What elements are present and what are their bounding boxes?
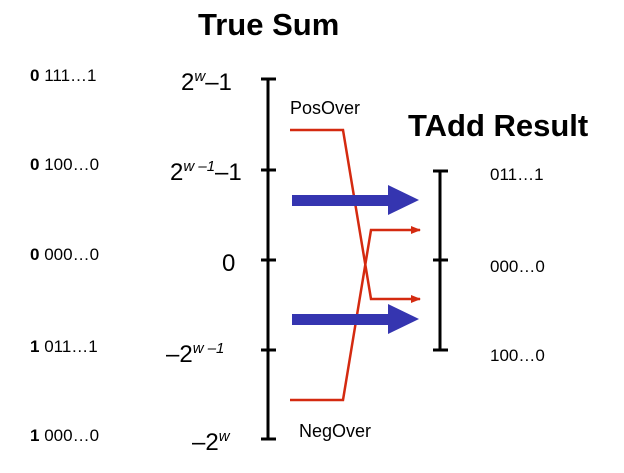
true-sum-tick-label: –2w –1 <box>166 340 225 368</box>
sign-bit: 1 <box>30 337 40 356</box>
mapping-arrow <box>292 304 419 334</box>
true-sum-title: True Sum <box>198 7 340 42</box>
true-sum-tick-label: –2w <box>192 428 230 456</box>
bit-pattern-row: 0 111…1 <box>30 66 97 86</box>
sign-bit: 0 <box>30 66 40 85</box>
result-tick-label: 100…0 <box>490 346 545 365</box>
result-tick-label: 000…0 <box>490 257 545 276</box>
bit-pattern-row: 1 000…0 <box>30 426 99 446</box>
mapping-arrow <box>292 185 419 215</box>
true-sum-tick-label: 2w –1–1 <box>170 158 242 186</box>
true-sum-tick-label: 2w–1 <box>181 68 232 96</box>
bit-pattern-rest: 000…0 <box>44 426 100 445</box>
pos-overflow-label: PosOver <box>290 98 361 118</box>
sign-bit: 1 <box>30 426 40 445</box>
tadd-result-title: TAdd Result <box>408 108 589 143</box>
bit-pattern-rest: 011…1 <box>44 337 98 356</box>
bit-pattern-rest: 000…0 <box>44 245 100 264</box>
bit-pattern-rest: 111…1 <box>44 66 97 85</box>
sign-bit: 0 <box>30 245 40 264</box>
bit-pattern-row: 0 000…0 <box>30 245 99 265</box>
true-sum-axis <box>261 77 276 441</box>
true-sum-tick-label: 0 <box>222 250 236 277</box>
bit-pattern-row: 0 100…0 <box>30 155 99 175</box>
result-tick-label: 011…1 <box>490 165 544 184</box>
bit-pattern-row: 1 011…1 <box>30 337 98 357</box>
bit-pattern-rest: 100…0 <box>44 155 100 174</box>
sign-bit: 0 <box>30 155 40 174</box>
result-axis <box>433 169 448 352</box>
neg-overflow-label: NegOver <box>299 421 372 441</box>
pos-overflow-line <box>290 128 421 303</box>
